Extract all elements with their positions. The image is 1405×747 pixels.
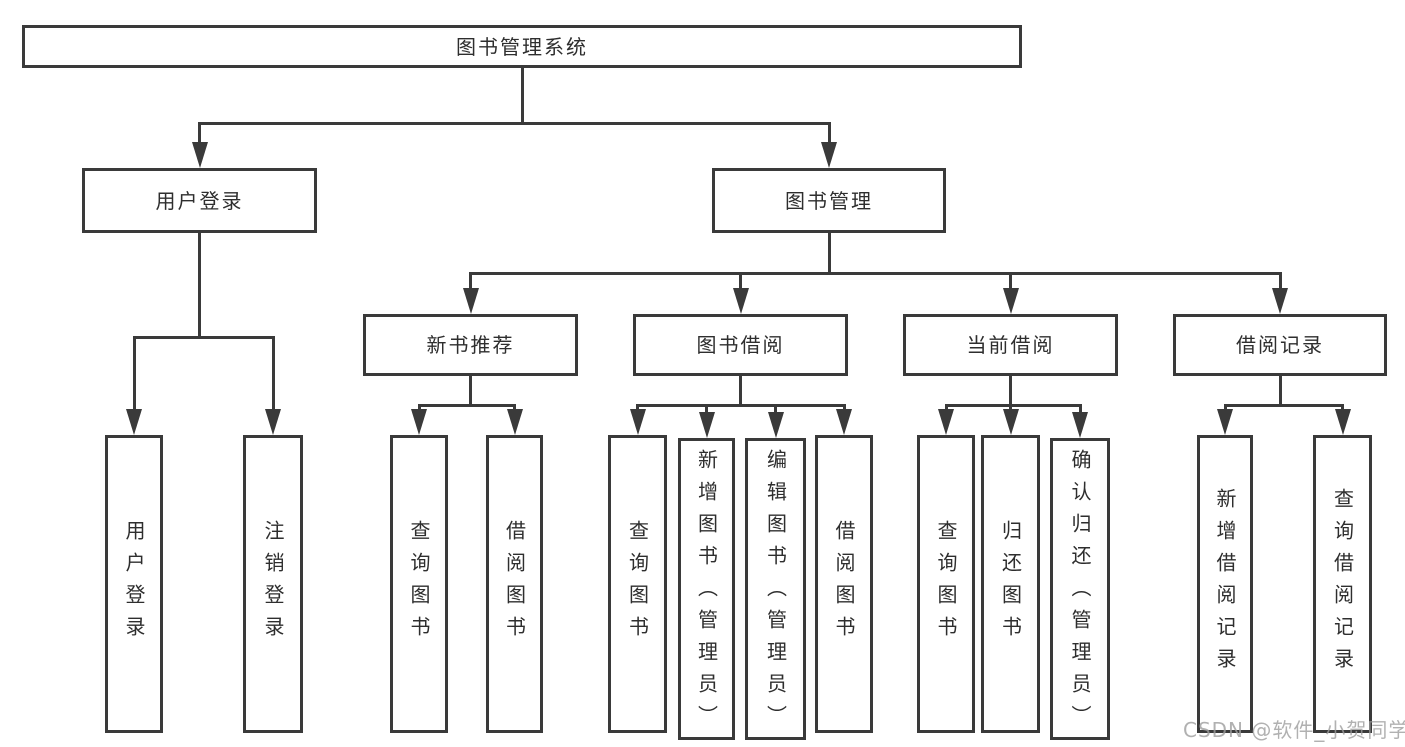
node-label: 新增图书（管理员） [694,449,719,737]
arrowhead-down-icon [629,409,646,435]
node-leaf-cb-query: 查询图书 [917,435,975,733]
node-label: 注销登录 [261,520,285,648]
node-root: 图书管理系统 [22,25,1022,68]
edge-drop [1078,404,1082,416]
edge-drop [1278,272,1282,292]
edge-rail [944,404,1082,407]
node-leaf-bb-edit: 编辑图书（管理员） [745,438,806,740]
node-label: 确认归还（管理员） [1068,449,1092,737]
arrowhead-down-icon [265,409,281,435]
node-label: 借阅图书 [832,520,856,648]
edge-stub [1009,376,1012,407]
node-current-borrow: 当前借阅 [903,314,1118,376]
node-label: 查询图书 [407,520,431,648]
edge-rail [198,122,831,125]
arrowhead-down-icon [1002,288,1019,314]
arrowhead-down-icon [1002,409,1019,435]
node-label: 编辑图书（管理员） [763,449,788,737]
edge-stub [520,68,524,125]
node-leaf-br-query: 查询借阅记录 [1313,435,1372,733]
edge-drop [271,336,275,413]
node-label: 归还图书 [998,520,1023,648]
node-leaf-bb-add: 新增图书（管理员） [678,438,735,740]
node-leaf-nbr-query: 查询图书 [390,435,448,733]
node-leaf-bb-query: 查询图书 [608,435,667,733]
arrowhead-down-icon [506,409,523,435]
arrowhead-down-icon [821,142,837,168]
edge-drop [513,404,516,413]
arrowhead-down-icon [126,409,142,435]
edge-rail [1223,404,1344,407]
edge-rail [417,404,516,407]
arrowhead-down-icon [1272,288,1288,314]
edge-drop [1341,404,1344,413]
node-book-borrow: 图书借阅 [633,314,848,376]
node-label: 新增借阅记录 [1213,488,1237,680]
edge-stub [827,233,831,275]
node-book-mgmt: 图书管理 [712,168,946,233]
node-label: 查询图书 [934,520,958,648]
edge-stub [198,233,201,339]
node-leaf-login: 用户登录 [105,435,163,733]
edge-drop [417,404,421,413]
watermark: CSDN @软件_小贺同学 [1183,718,1405,742]
edge-drop [1223,404,1227,413]
node-label: 当前借阅 [966,333,1055,357]
edge-drop [198,122,201,146]
arrowhead-down-icon [1334,409,1351,435]
edge-rail [132,336,275,339]
node-label: 查询图书 [625,520,650,648]
arrowhead-down-icon [938,409,954,435]
arrowhead-down-icon [767,412,784,438]
arrowhead-down-icon [191,142,208,168]
node-leaf-logout: 注销登录 [243,435,303,733]
arrowhead-down-icon [411,409,427,435]
arrowhead-down-icon [1072,412,1088,438]
edge-drop [827,122,831,146]
edge-drop [636,404,639,413]
edge-drop [1009,272,1012,292]
edge-rail [469,272,1282,275]
edge-stub [739,376,742,407]
node-leaf-cb-confirm: 确认归还（管理员） [1050,438,1110,740]
arrowhead-down-icon [698,412,715,438]
node-leaf-bb-borrow: 借阅图书 [815,435,873,733]
edge-drop [469,272,472,292]
edge-stub [1278,376,1282,407]
node-label: 图书管理 [785,188,873,213]
edge-drop [739,272,742,292]
edge-drop [705,404,708,416]
node-label: 图书借阅 [696,333,785,357]
node-new-book-rec: 新书推荐 [363,314,578,376]
node-label: 用户登录 [122,520,146,648]
edge-stub [469,376,472,407]
edge-drop [1009,404,1012,413]
edge-drop [774,404,777,416]
arrowhead-down-icon [836,409,852,435]
node-label: 借阅记录 [1236,333,1324,357]
arrowhead-down-icon [1217,409,1233,435]
node-user-login: 用户登录 [82,168,317,233]
node-label: 借阅图书 [502,520,527,648]
node-leaf-br-add: 新增借阅记录 [1197,435,1253,733]
node-borrow-records: 借阅记录 [1173,314,1387,376]
node-leaf-nbr-borrow: 借阅图书 [486,435,543,733]
edge-drop [842,404,846,413]
node-leaf-cb-return: 归还图书 [981,435,1040,733]
arrowhead-down-icon [732,288,749,314]
edge-drop [944,404,948,413]
node-label: 图书管理系统 [456,34,588,59]
edge-rail [636,404,846,407]
node-label: 用户登录 [155,188,244,213]
node-label: 新书推荐 [426,333,515,357]
node-label: 查询借阅记录 [1330,488,1355,680]
arrowhead-down-icon [462,288,479,314]
edge-drop [132,336,136,413]
